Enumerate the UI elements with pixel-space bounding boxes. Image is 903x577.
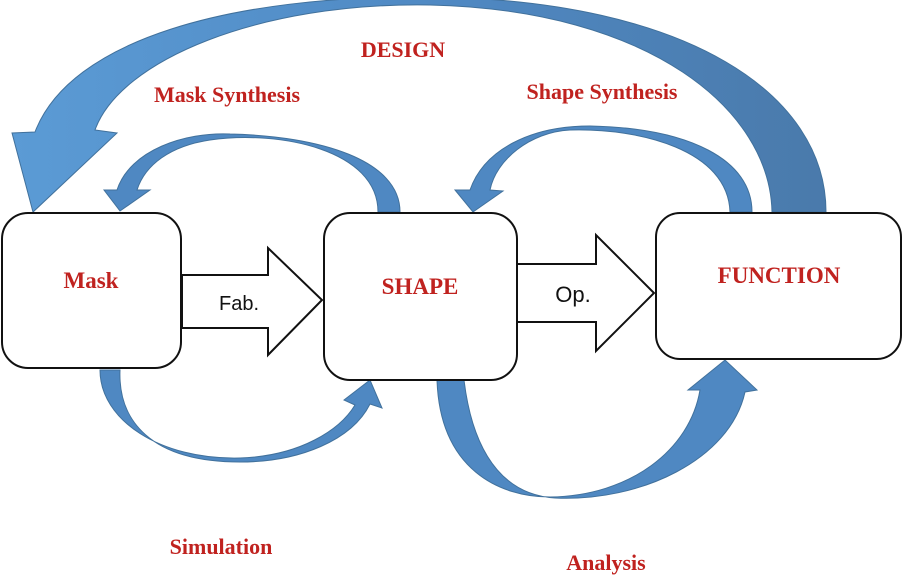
shape-label: SHAPE <box>382 274 459 299</box>
op-label: Op. <box>555 282 590 307</box>
shape-box[interactable] <box>323 212 518 381</box>
design-label: DESIGN <box>361 37 445 62</box>
mask-synthesis-label: Mask Synthesis <box>154 82 301 107</box>
design-arrow <box>11 0 827 213</box>
function-label: FUNCTION <box>718 263 841 288</box>
mask-label: Mask <box>64 268 119 293</box>
function-box[interactable] <box>655 212 902 360</box>
mask-synthesis-arrow <box>102 133 401 213</box>
simulation-arrow <box>99 369 383 463</box>
simulation-label: Simulation <box>170 534 273 559</box>
fab-arrow[interactable] <box>181 245 324 358</box>
mask-box[interactable] <box>1 212 182 369</box>
fab-label: Fab. <box>219 293 259 315</box>
analysis-arrow <box>436 359 759 499</box>
analysis-label: Analysis <box>566 550 646 575</box>
shape-synthesis-arrow <box>453 125 753 213</box>
shape-synthesis-label: Shape Synthesis <box>526 79 677 104</box>
op-arrow[interactable] <box>515 232 656 354</box>
